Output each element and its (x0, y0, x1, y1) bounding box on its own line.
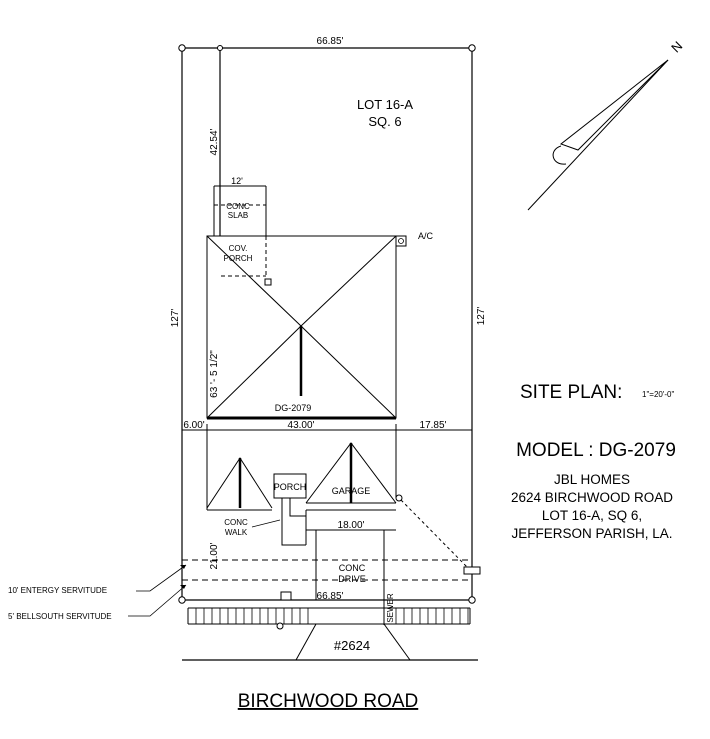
curb (187, 607, 471, 625)
builder-name: JBL HOMES (554, 472, 630, 487)
cov-porch-label-2: PORCH (224, 254, 253, 263)
parish-state: JEFFERSON PARISH, LA. (511, 526, 672, 541)
dim-house-depth: 63 '- 5 1/2" (209, 350, 220, 398)
cov-porch-label-1: COV. (229, 244, 248, 253)
conc-slab-label-2: SLAB (228, 211, 248, 220)
bellsouth-arrow-icon (180, 585, 186, 589)
site-address: 2624 BIRCHWOOD ROAD (511, 490, 673, 505)
service-line (400, 499, 471, 571)
conc-slab (213, 185, 267, 236)
ac-unit (395, 235, 407, 247)
bellsouth-servitude-label: 5' BELLSOUTH SERVITUDE (8, 612, 112, 621)
curb-ticks (195, 608, 469, 624)
house-model-label: DG-2079 (275, 403, 312, 413)
conc-walk (281, 498, 307, 546)
dim-rear-setback: 42.54' (209, 128, 220, 155)
site-plan-title: SITE PLAN: (520, 382, 622, 403)
electric-meter (463, 566, 481, 575)
lot-square: LOT 16-A, SQ 6, (542, 508, 642, 523)
servitude-lines (182, 559, 472, 581)
boundary-corner-markers (178, 44, 476, 604)
conc-slab-label-1: CONC (226, 202, 250, 211)
conc-drive-label-2: DRIVE (338, 574, 366, 584)
dim-top-width: 66.85' (317, 36, 344, 47)
porch-post-marker (264, 278, 272, 286)
dim-front-setback: 21.00' (209, 542, 220, 569)
entergy-arrow-icon (180, 565, 186, 569)
dim-right-depth: 127' (476, 307, 487, 326)
servitude-leaders (128, 564, 187, 617)
ac-fan-icon (398, 238, 404, 244)
dim-right-setback: 17.85' (420, 420, 447, 431)
square-label: SQ. 6 (368, 114, 401, 129)
conc-drive-label-1: CONC (339, 563, 366, 573)
conc-walk-label-2: WALK (225, 528, 248, 537)
model-title: MODEL : DG-2079 (516, 440, 676, 461)
entergy-servitude-label: 10' ENTERGY SERVITUDE (8, 586, 107, 595)
dim-garage-width: 18.00' (338, 520, 365, 531)
dim-left-depth: 127' (170, 309, 181, 328)
north-arrow-icon (527, 59, 669, 211)
north-label: N (668, 38, 685, 55)
dim-house-width: 43.00' (288, 420, 315, 431)
dim-left-setback: 6.00' (183, 420, 204, 431)
lot-label: LOT 16-A (357, 97, 413, 112)
dim-slab-width: 12' (231, 176, 243, 186)
service-pole-marker (395, 494, 403, 502)
conc-walk-leader (251, 519, 281, 528)
road-name: BIRCHWOOD ROAD (238, 691, 419, 712)
driveway-apron (295, 623, 411, 661)
front-wing (206, 430, 397, 511)
ac-label: A/C (418, 231, 434, 241)
site-plan-scale: 1"=20'-0" (642, 390, 675, 399)
porch-label: PORCH (274, 482, 307, 492)
utility-box (280, 591, 292, 601)
property-boundary (181, 47, 473, 601)
dim-bottom-width: 66.85' (317, 591, 344, 602)
conc-walk-label-1: CONC (224, 518, 248, 527)
cov-porch (221, 236, 267, 277)
water-meter (276, 622, 284, 630)
address-number: #2624 (334, 638, 370, 653)
garage-label: GARAGE (332, 486, 371, 496)
